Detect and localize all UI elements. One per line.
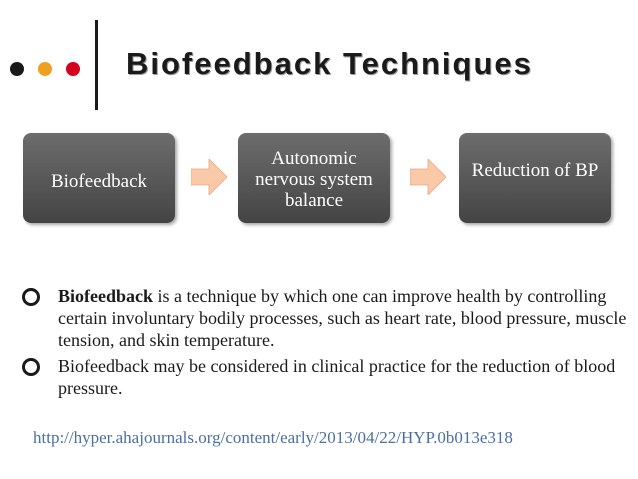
flow-arrow-icon <box>191 159 227 195</box>
bullet-list: Biofeedback is a technique by which one … <box>20 285 630 403</box>
bullet-item: Biofeedback is a technique by which one … <box>20 285 630 351</box>
bullet-item: Biofeedback may be considered in clinica… <box>20 355 630 399</box>
flow-step-label: Autonomic nervous system balance <box>255 147 373 211</box>
flow-arrow-icon <box>410 159 446 195</box>
slide-title: Biofeedback Techniques <box>126 46 533 81</box>
title-divider <box>95 20 98 110</box>
orange-dot <box>38 62 52 76</box>
flow-step-label: Biofeedback <box>50 170 147 192</box>
bullet-text: Biofeedback may be considered in clinica… <box>58 356 616 398</box>
decorative-dots <box>10 62 82 76</box>
bullet-bold-term: Biofeedback <box>58 286 154 306</box>
black-dot <box>10 62 24 76</box>
flow-step-bp-reduction: Reduction of BP <box>459 133 611 223</box>
ring-bullet-icon <box>22 358 40 376</box>
red-dot <box>66 62 80 76</box>
flow-step-autonomic-balance: Autonomic nervous system balance <box>238 133 390 223</box>
flow-step-label: Reduction of BP <box>471 159 599 181</box>
source-link[interactable]: http://hyper.ahajournals.org/content/ear… <box>33 428 513 447</box>
flow-step-biofeedback: Biofeedback <box>23 133 175 223</box>
bullet-text: is a technique by which one can improve … <box>58 286 627 350</box>
ring-bullet-icon <box>22 288 40 306</box>
